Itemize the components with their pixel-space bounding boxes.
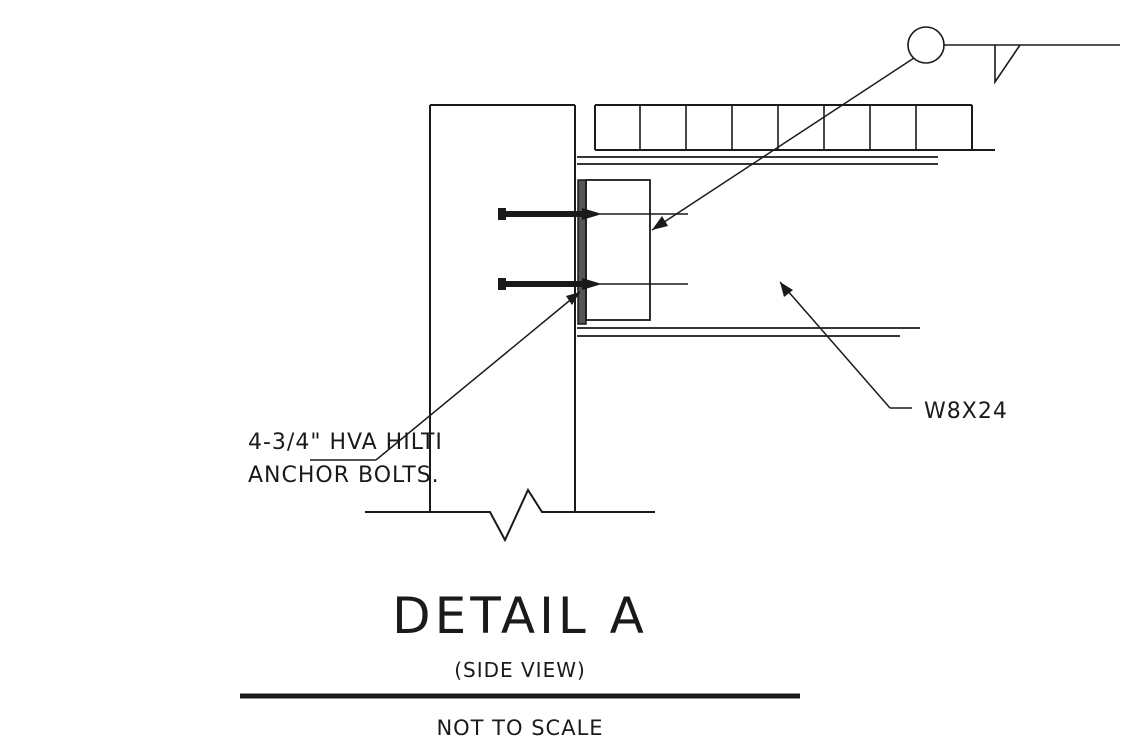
bolt-centerlines — [600, 213, 688, 285]
beam-size-label: W8X24 — [924, 399, 1008, 424]
detail-subtitle: (SIDE VIEW) — [454, 658, 586, 682]
break-line — [365, 487, 655, 543]
scale-note: NOT TO SCALE — [436, 716, 603, 740]
anchor-bolt-upper — [498, 208, 602, 220]
anchor-bolt-lower — [498, 278, 602, 290]
connection-plate — [577, 179, 651, 325]
concrete-wall — [429, 104, 576, 512]
beam-label-leader — [779, 281, 912, 409]
weld-symbol — [651, 26, 1120, 231]
anchor-bolts-callout-line2: ANCHOR BOLTS. — [248, 463, 440, 488]
anchor-bolts-callout-line1: 4-3/4" HVA HILTI — [248, 430, 443, 455]
detail-title: DETAIL A — [392, 587, 648, 645]
deck-grating — [594, 104, 995, 151]
beam-top-flange — [577, 156, 938, 165]
beam-bottom-flange — [577, 327, 920, 337]
anchor-bolt-leader — [310, 291, 581, 461]
